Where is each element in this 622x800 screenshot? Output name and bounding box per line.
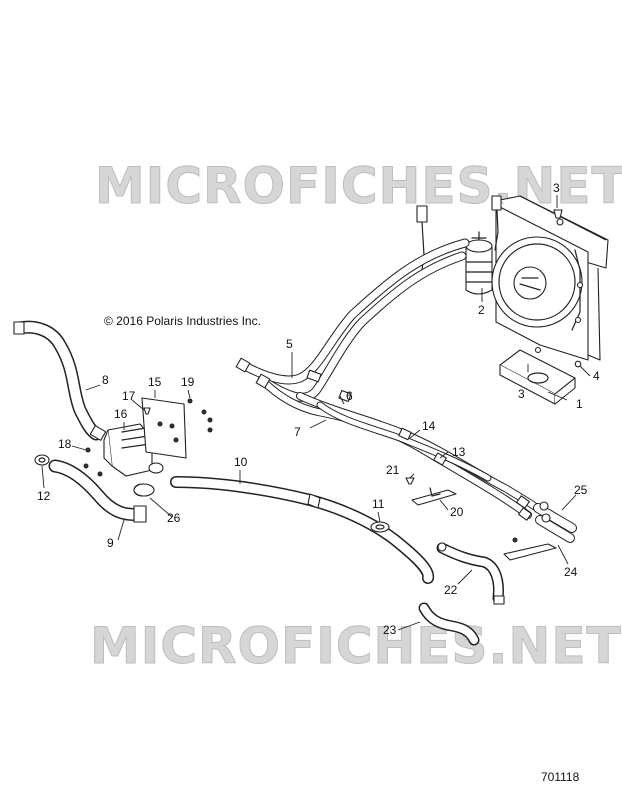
coolant-hose-bundle bbox=[235, 238, 544, 521]
clamp-26 bbox=[133, 483, 155, 497]
callout-8: 8 bbox=[102, 373, 109, 387]
callout-13: 13 bbox=[452, 445, 466, 459]
callout-5: 5 bbox=[286, 337, 293, 351]
callout-14: 14 bbox=[422, 419, 436, 433]
bracket-20 bbox=[411, 487, 457, 506]
clamp-12 bbox=[34, 454, 50, 466]
callout-16: 16 bbox=[114, 407, 128, 421]
callout-6: 6 bbox=[346, 389, 353, 403]
sensor-connector-right bbox=[491, 195, 502, 251]
diagram-number: 701118 bbox=[541, 770, 580, 784]
clamp-11 bbox=[370, 521, 390, 533]
radiator-assembly bbox=[491, 195, 609, 361]
mounting-bracket bbox=[499, 346, 582, 405]
callout-20: 20 bbox=[450, 505, 464, 519]
callout-23: 23 bbox=[383, 623, 397, 637]
hose-22 bbox=[436, 542, 505, 605]
callout-7: 7 bbox=[294, 425, 301, 439]
callout-18: 18 bbox=[58, 437, 72, 451]
mounting-plate bbox=[141, 397, 187, 459]
callout-10: 10 bbox=[234, 455, 248, 469]
copyright-text: © 2016 Polaris Industries Inc. bbox=[104, 314, 261, 328]
bracket-24 bbox=[503, 537, 557, 561]
callout-17: 17 bbox=[122, 389, 136, 403]
hose-8 bbox=[13, 320, 107, 441]
screw-21 bbox=[405, 477, 415, 485]
hose-9 bbox=[48, 459, 147, 523]
callout-21: 21 bbox=[386, 463, 400, 477]
callout-25: 25 bbox=[574, 483, 588, 497]
callout-19: 19 bbox=[181, 375, 195, 389]
callout-11: 11 bbox=[372, 497, 385, 511]
watermark-bottom: MICROFICHES.NET bbox=[90, 617, 622, 675]
callout-9: 9 bbox=[107, 536, 114, 550]
callout-26: 26 bbox=[167, 511, 181, 525]
callout-15: 15 bbox=[148, 375, 162, 389]
hose-fittings bbox=[533, 501, 577, 543]
surge-tank bbox=[465, 231, 493, 295]
hose-10 bbox=[170, 476, 435, 584]
leader-lines bbox=[41, 195, 591, 631]
callout-labels: 1 2 3 3 4 5 6 7 8 9 10 11 12 13 14 15 16… bbox=[37, 181, 600, 637]
hose-23 bbox=[418, 602, 480, 646]
callout-24: 24 bbox=[564, 565, 578, 579]
callout-3-top: 3 bbox=[553, 181, 560, 195]
callout-12: 12 bbox=[37, 489, 51, 503]
callout-22: 22 bbox=[444, 583, 458, 597]
watermark-top: MICROFICHES.NET bbox=[95, 157, 622, 215]
nuts-19 bbox=[187, 398, 213, 433]
callout-4: 4 bbox=[593, 369, 600, 383]
callout-1: 1 bbox=[576, 397, 583, 411]
callout-2: 2 bbox=[478, 303, 485, 317]
bolt-3-top bbox=[553, 209, 563, 219]
screws-18 bbox=[83, 447, 103, 477]
screw-17 bbox=[143, 407, 151, 415]
callout-3-bottom: 3 bbox=[518, 387, 525, 401]
